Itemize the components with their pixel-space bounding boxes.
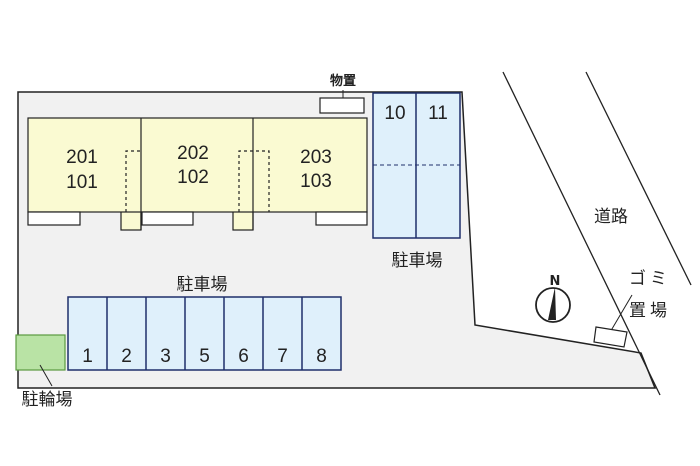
unit-201-101: 201 101 [66,147,98,193]
parking-space-1: 1 [82,346,93,367]
unit-number: 103 [300,171,332,192]
parking-space-6: 6 [238,346,249,367]
compass-north-label: N [550,274,561,289]
parking-space-8: 8 [316,346,327,367]
road-label: 道路 [594,207,628,227]
garbage-label-2: 置場 [629,301,671,321]
unit-number: 202 [177,143,209,164]
garbage-label-1: ゴミ [629,268,671,289]
parking-north-label: 駐車場 [392,251,443,271]
unit-number: 201 [66,147,98,168]
bicycle-label: 駐輪場 [22,390,73,410]
compass-icon: N [535,274,571,323]
parking-south-label: 駐車場 [177,275,228,295]
parking-space-3: 3 [160,346,171,367]
unit-number: 101 [66,172,98,193]
parking-space-10: 10 [384,103,405,124]
bicycle-parking [15,334,66,371]
unit-203-103: 203 103 [300,147,332,192]
unit-number: 102 [177,167,209,188]
apartment-building [27,117,368,231]
parking-south: 1 2 3 5 6 7 8 [67,296,342,371]
storage-label: 物置 [330,73,356,89]
road-edge-east [585,71,692,286]
storage-shed [319,97,365,114]
unit-202-102: 202 102 [177,143,209,188]
parking-space-2: 2 [121,346,132,367]
parking-space-5: 5 [199,346,210,367]
road-edge-west [502,71,661,396]
parking-space-7: 7 [277,346,288,367]
garbage-area [593,326,628,348]
parking-space-11: 11 [428,103,448,124]
bicycle-leader [39,364,53,387]
parking-north: 10 11 [372,92,461,239]
garbage-leader [608,294,633,335]
unit-number: 203 [300,147,332,168]
